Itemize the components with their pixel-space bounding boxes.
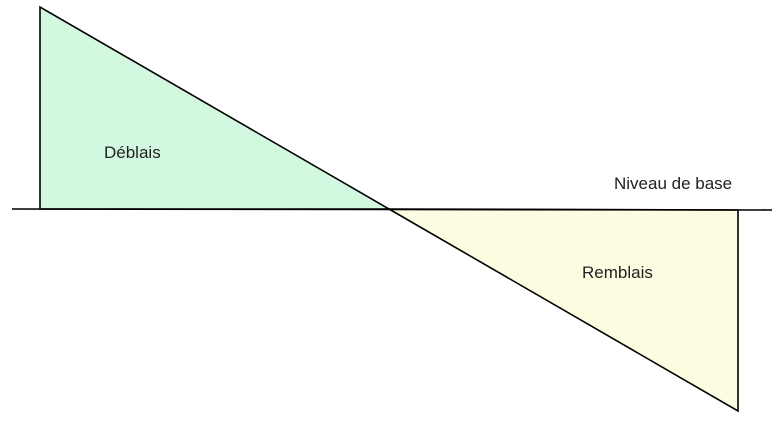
cut-area xyxy=(39,5,392,210)
fill-label: Remblais xyxy=(582,263,653,282)
fill-area xyxy=(386,208,739,413)
base-level-label: Niveau de base xyxy=(614,174,732,193)
cut-label: Déblais xyxy=(104,143,161,162)
base-level-line xyxy=(11,208,773,211)
